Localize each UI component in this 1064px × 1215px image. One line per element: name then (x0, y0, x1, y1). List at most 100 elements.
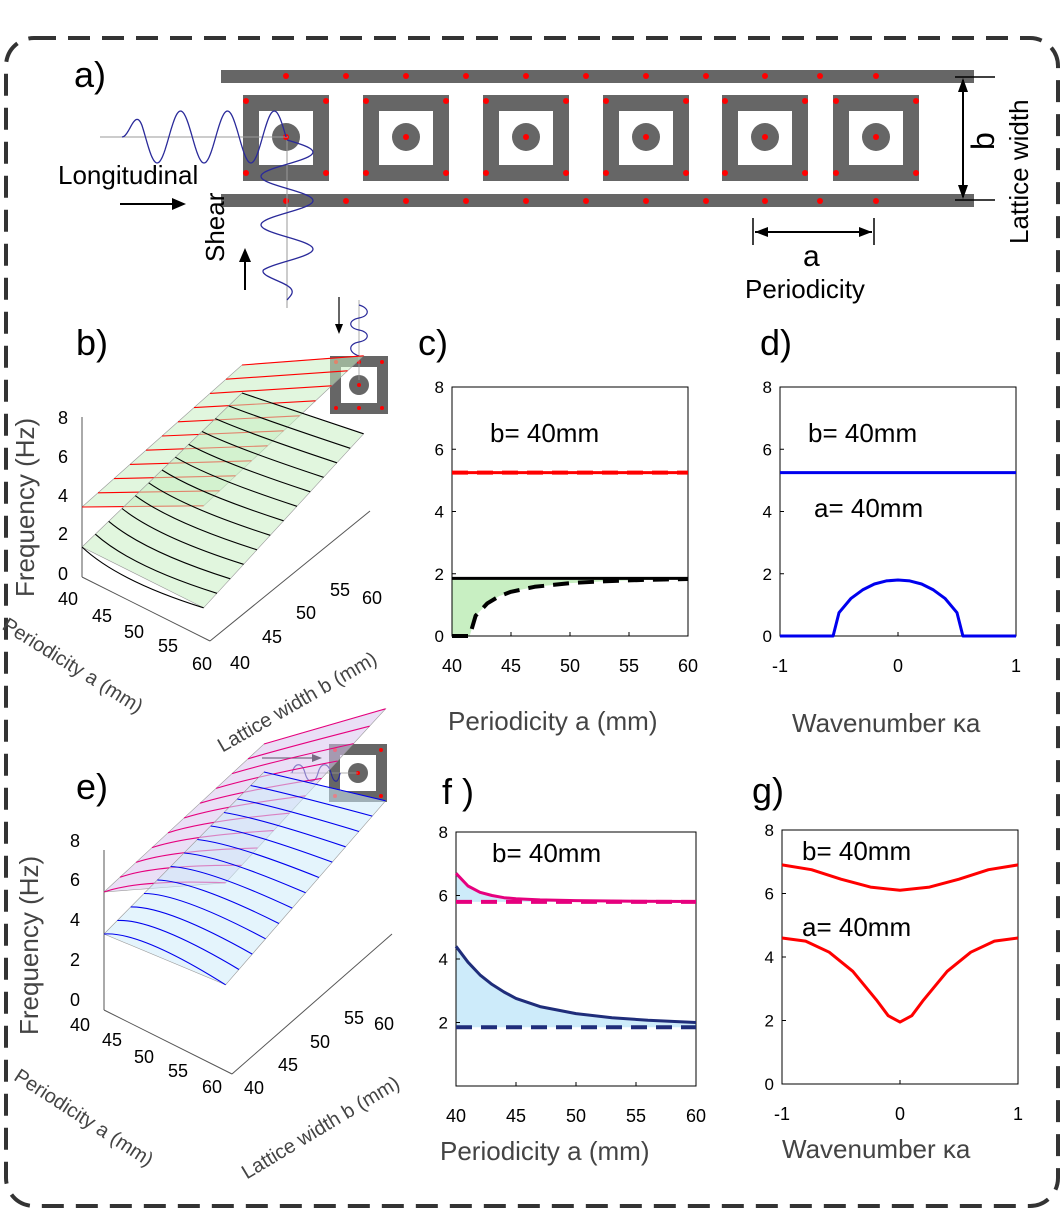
y-tick-label: 2 (435, 565, 444, 584)
surface-line (135, 495, 258, 551)
axis-tick-label: 8 (58, 408, 69, 428)
node-dot (722, 170, 728, 176)
y-tick-label: 6 (435, 440, 444, 459)
node-dot (583, 73, 589, 79)
node-dot (833, 170, 839, 176)
node-dot (643, 198, 649, 204)
x-tick-label: -1 (772, 656, 788, 676)
x-tick-label: 0 (895, 1104, 905, 1124)
axis-tick-label: 45 (262, 627, 283, 647)
axis-tick-label: 45 (92, 606, 113, 626)
axis-tick-label: 60 (202, 1077, 223, 1097)
g-annotation-b: b= 40mm (802, 836, 912, 866)
periodicity-label: Periodicity (745, 274, 865, 304)
axis-tick-label: 55 (330, 580, 351, 600)
surface-line (157, 879, 280, 924)
axis-tick-label: 50 (296, 603, 317, 623)
y-tick-label: 8 (763, 378, 772, 397)
x-axis (81, 576, 211, 642)
axis-tick-label: 60 (362, 588, 383, 608)
periodicity-dimension (752, 218, 875, 245)
panel-label-b: b) (76, 322, 109, 363)
axis-tick-label: 55 (168, 1061, 189, 1081)
band-gap-area (452, 578, 688, 636)
node-dot (762, 73, 768, 79)
d-xlabel: Wavenumber κa (792, 708, 981, 738)
surface-plot-b (81, 355, 371, 642)
axis-tick-label: 50 (134, 1047, 155, 1067)
surface-line (143, 892, 266, 940)
axis-tick-label: 60 (192, 654, 213, 674)
x-tick-label: 40 (446, 1106, 466, 1126)
b-zlabel: Frequency (Hz) (10, 417, 40, 597)
surface-line (197, 838, 320, 878)
node-dot (323, 98, 329, 104)
x-tick-label: 55 (619, 656, 639, 676)
node-dot (913, 98, 919, 104)
y-tick-label: 6 (439, 887, 448, 906)
y-tick-label: 0 (765, 1075, 774, 1094)
node-dot (722, 98, 728, 104)
surface-line (247, 725, 370, 760)
x-tick-label: 60 (678, 656, 698, 676)
shear-label: Shear (200, 192, 230, 262)
node-dot (603, 98, 609, 104)
axis-tick-label: 55 (344, 1008, 365, 1028)
x-tick-label: 50 (560, 656, 580, 676)
x-axis (103, 1009, 233, 1075)
panel-label-a: a) (74, 54, 107, 95)
node-dot (643, 134, 649, 140)
axis-tick-label: 45 (278, 1055, 299, 1075)
width-dimension (955, 76, 995, 201)
d-annotation-b: b= 40mm (808, 418, 918, 448)
x-tick-label: 1 (1011, 656, 1021, 676)
x-tick-label: 45 (506, 1106, 526, 1126)
node-dot (243, 170, 249, 176)
a-symbol: a (803, 240, 820, 273)
e-zlabel: Frequency (Hz) (14, 855, 44, 1035)
b-symbol: b (965, 132, 1001, 150)
series-line (454, 945, 697, 1024)
plot-frame (455, 831, 697, 1087)
node-dot (463, 73, 469, 79)
surface-line (81, 546, 204, 609)
y-axis (209, 510, 371, 642)
node-dot (643, 73, 649, 79)
node-dot (443, 170, 449, 176)
node-dot (563, 170, 569, 176)
node-dot (483, 170, 489, 176)
node-dot (483, 98, 489, 104)
y-tick-label: 0 (435, 627, 444, 646)
x-tick-label: 0 (893, 656, 903, 676)
panel-label-f: f ) (442, 771, 474, 812)
f-annotation: b= 40mm (492, 838, 602, 868)
top-beam (221, 70, 974, 83)
node-dot (323, 170, 329, 176)
x-tick-label: 1 (1013, 1104, 1023, 1124)
series-line (781, 936, 1019, 1024)
node-dot (762, 134, 768, 140)
y-tick-label: 0 (763, 627, 772, 646)
x-tick-label: 60 (686, 1106, 706, 1126)
node-dot (283, 73, 289, 79)
x-tick-label: 40 (442, 656, 462, 676)
surface-line (223, 811, 346, 848)
band-gap-area (456, 873, 696, 902)
x-tick-label: -1 (774, 1104, 790, 1124)
surface-line (237, 798, 360, 832)
node-dot (343, 198, 349, 204)
x-tick-label: 50 (566, 1106, 586, 1126)
y-tick-label: 2 (765, 1012, 774, 1031)
axis-tick-label: 40 (230, 653, 251, 673)
node-dot (817, 198, 823, 204)
f-xlabel: Periodicity a (mm) (440, 1136, 650, 1166)
node-dot (243, 98, 249, 104)
node-dot (683, 98, 689, 104)
axis-tick-label: 4 (58, 486, 69, 506)
d-annotation-a: a= 40mm (814, 493, 924, 523)
y-tick-label: 6 (763, 440, 772, 459)
surface-line (263, 771, 386, 802)
